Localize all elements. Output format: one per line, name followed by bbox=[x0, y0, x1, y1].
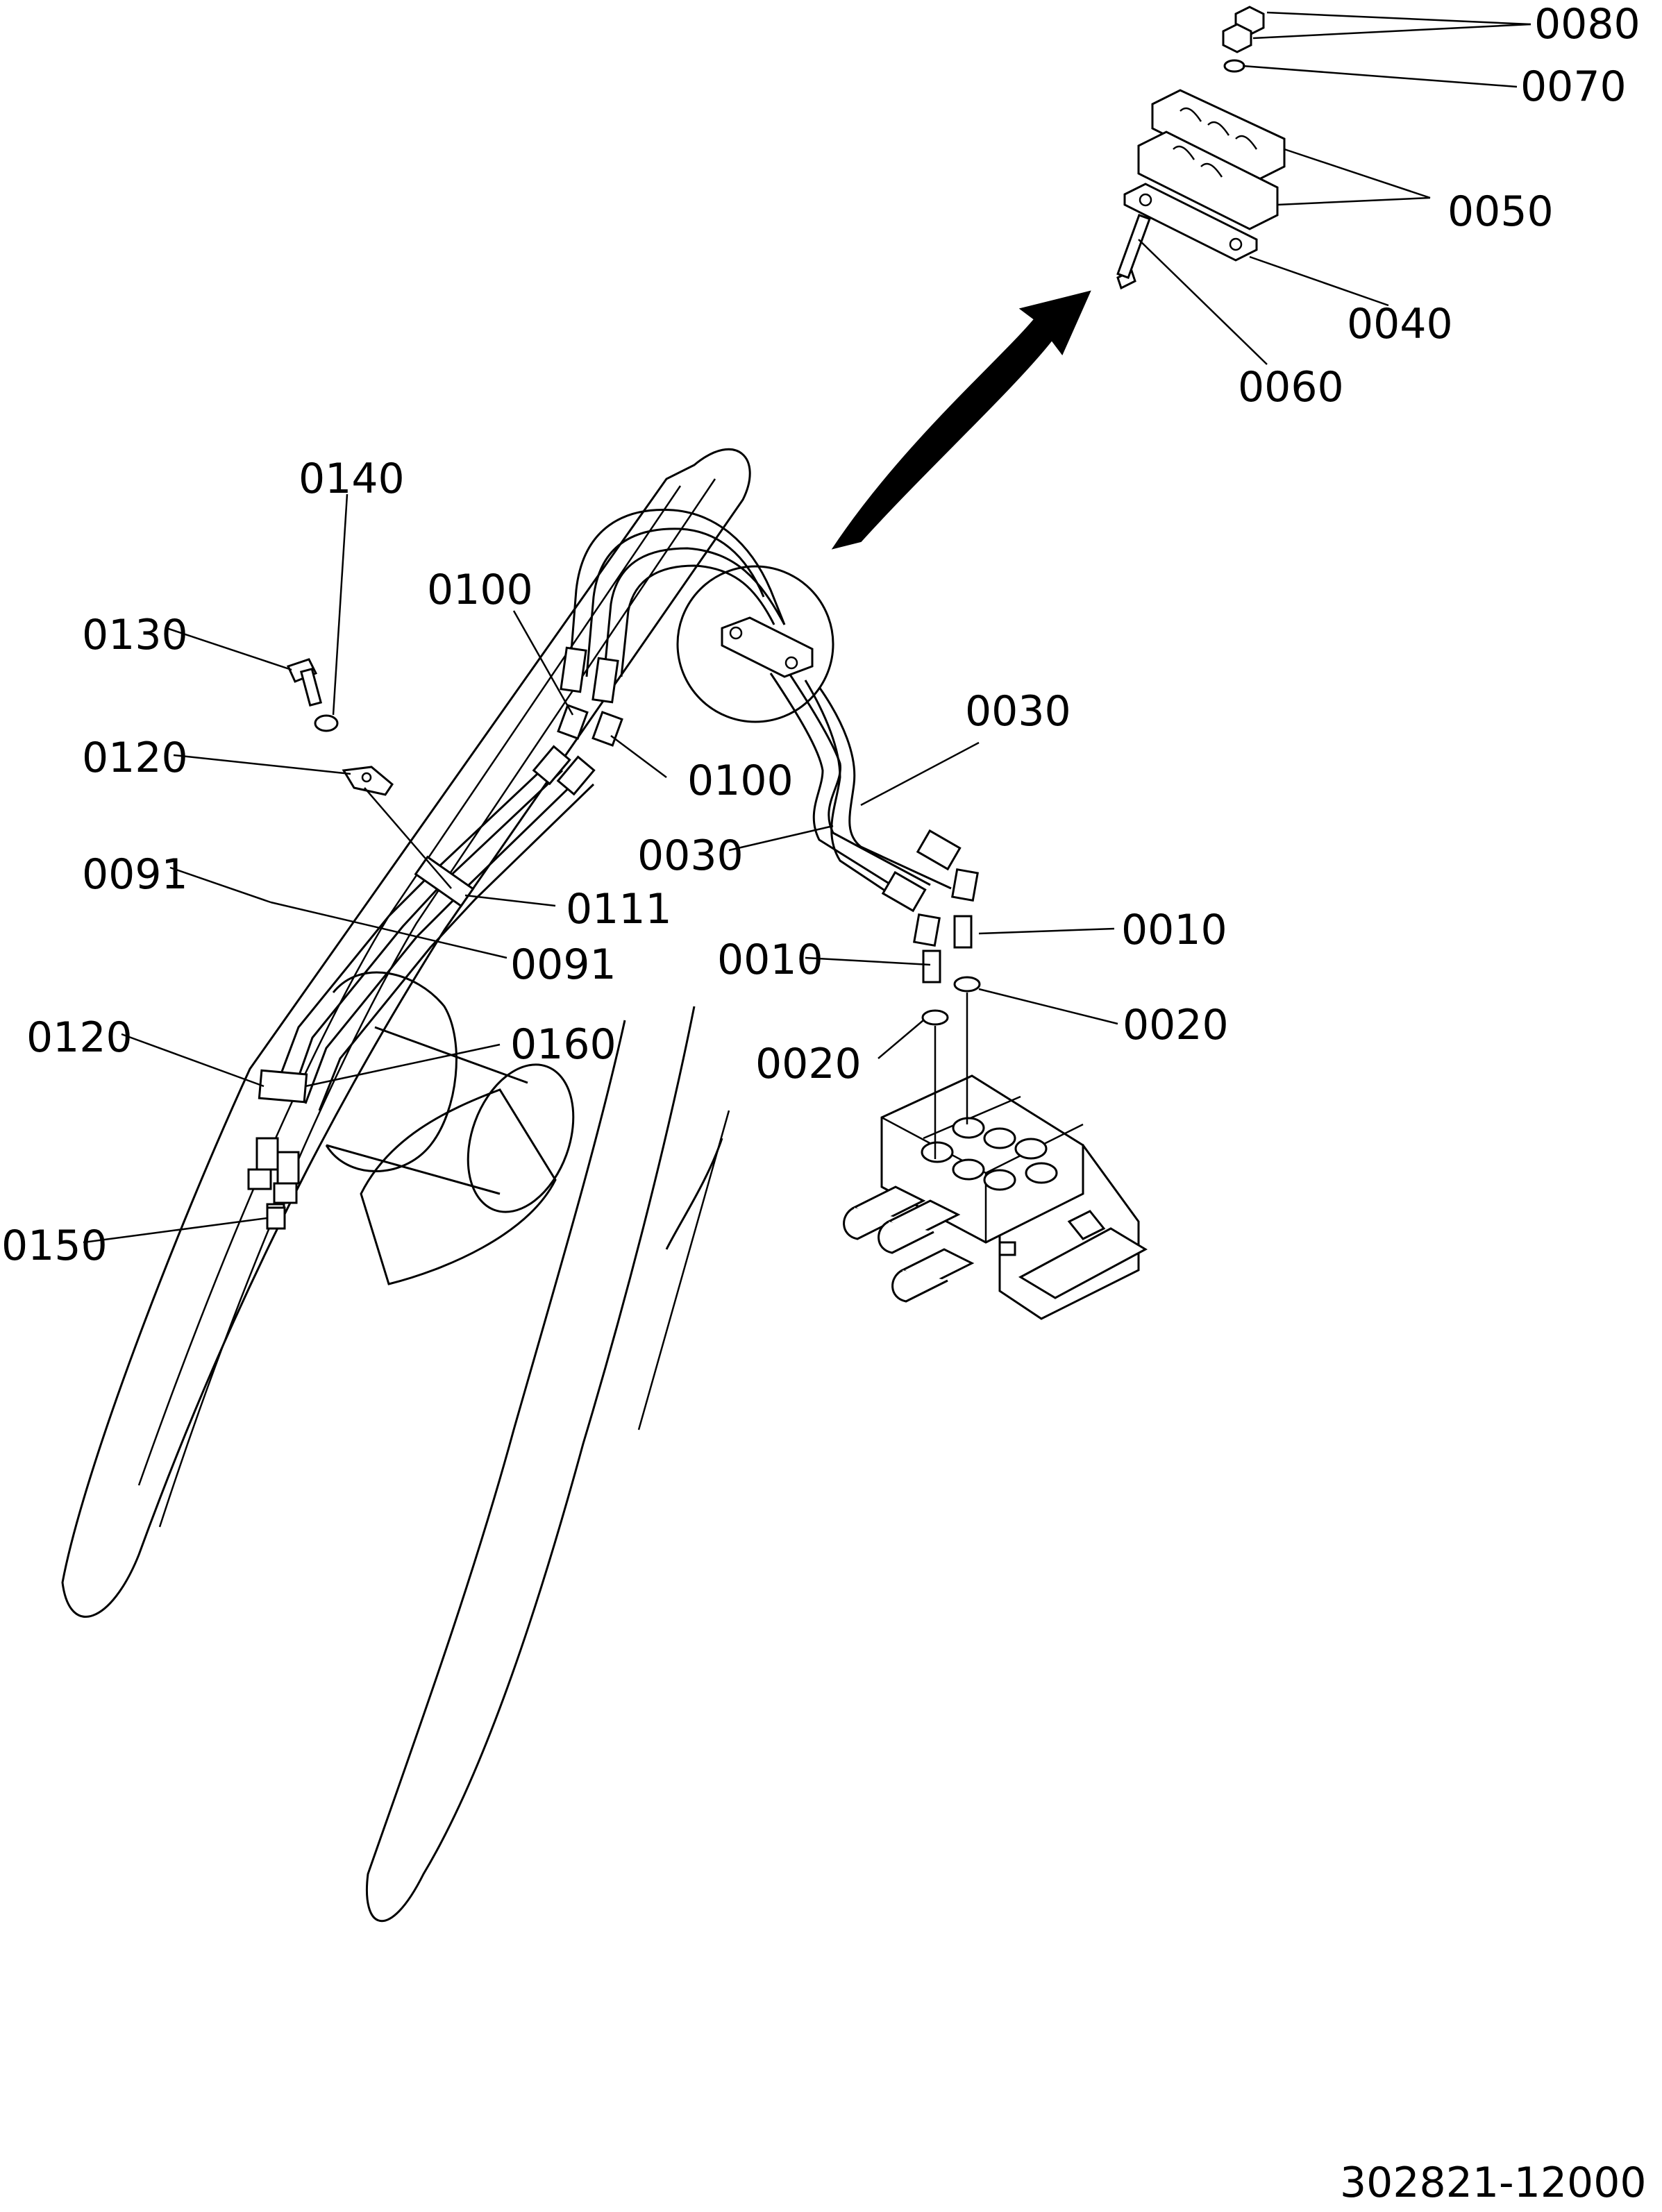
callout-0040: 0040 bbox=[1347, 300, 1453, 348]
drawing-number: 302821-12000 bbox=[1340, 2159, 1647, 2207]
callout-0130: 0130 bbox=[82, 611, 188, 659]
callout-0010-right: 0010 bbox=[1121, 906, 1227, 954]
callout-0150: 0150 bbox=[1, 1222, 108, 1270]
callout-0050: 0050 bbox=[1447, 187, 1554, 236]
callout-0100-upper: 0100 bbox=[427, 566, 533, 614]
callout-0091-left: 0091 bbox=[82, 850, 188, 899]
callout-0100-lower: 0100 bbox=[687, 757, 794, 805]
callout-0091-right: 0091 bbox=[510, 940, 616, 989]
callout-0080: 0080 bbox=[1534, 0, 1640, 49]
callout-0010-left: 0010 bbox=[717, 936, 823, 984]
hydraulic-hoses bbox=[276, 508, 952, 1111]
callout-0120-lower: 0120 bbox=[26, 1013, 133, 1062]
callout-0020-left: 0020 bbox=[755, 1040, 862, 1088]
callout-0030-right: 0030 bbox=[965, 687, 1071, 736]
callout-0020-right: 0020 bbox=[1123, 1001, 1229, 1049]
callout-0030-left: 0030 bbox=[637, 831, 744, 880]
control-valve bbox=[843, 1074, 1148, 1320]
callout-0060: 0060 bbox=[1238, 363, 1344, 412]
leader-lines bbox=[83, 11, 1531, 1244]
callout-0111: 0111 bbox=[566, 885, 672, 934]
callout-0140: 0140 bbox=[299, 455, 405, 503]
exploded-clamp-parts bbox=[1116, 6, 1286, 290]
hose-fittings bbox=[247, 646, 981, 1229]
hose-clamp-detail-circle bbox=[676, 565, 834, 723]
left-small-parts bbox=[266, 658, 394, 1230]
callout-0070: 0070 bbox=[1520, 62, 1627, 111]
callout-0120-upper: 0120 bbox=[82, 734, 188, 782]
detail-arrow bbox=[831, 290, 1091, 550]
loader-arm-frame bbox=[61, 448, 751, 1922]
callout-0160: 0160 bbox=[510, 1020, 616, 1069]
